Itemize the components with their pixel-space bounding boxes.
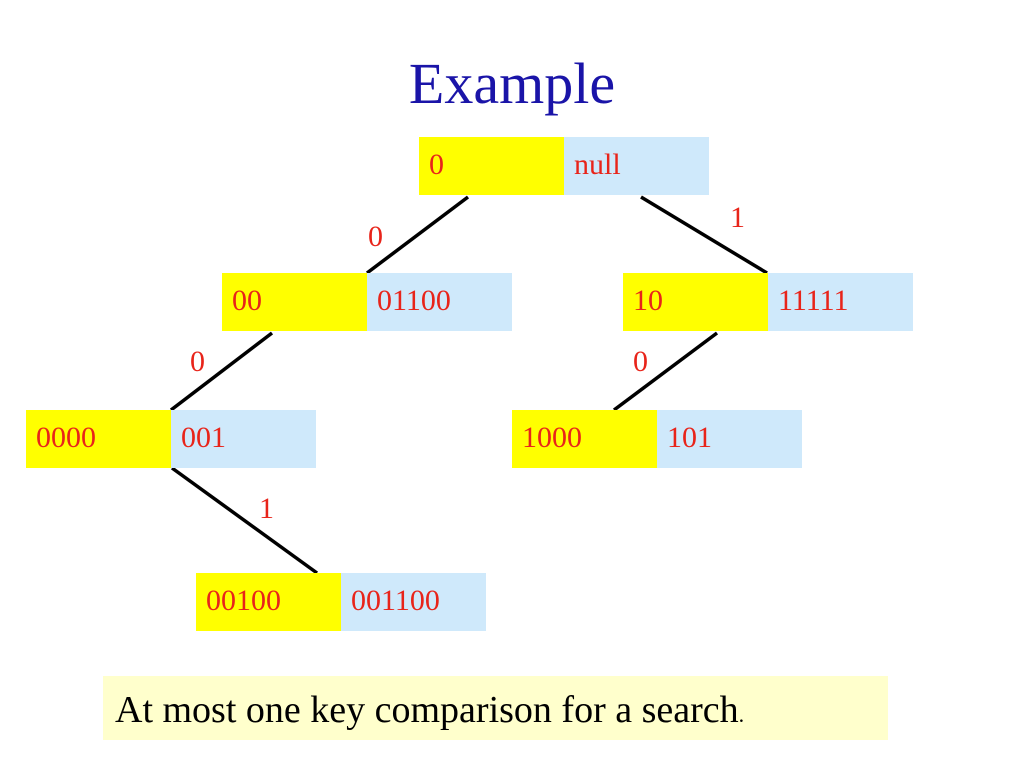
node-key: 0 <box>419 137 564 195</box>
node-root: 0 null <box>419 137 709 195</box>
caption-period: . <box>738 702 745 727</box>
node-value: 001100 <box>341 573 486 631</box>
edge-root-right <box>640 195 768 275</box>
node-value: 101 <box>657 410 802 468</box>
edge-label-0000-right: 1 <box>259 492 274 525</box>
node-value: 01100 <box>367 273 512 331</box>
edge-label-10-left: 0 <box>633 345 648 378</box>
node-value: 11111 <box>768 273 913 331</box>
node-10: 10 11111 <box>623 273 913 331</box>
node-key: 0000 <box>26 410 171 468</box>
caption-text: At most one key comparison for a search <box>115 689 739 731</box>
edge-label-root-left: 0 <box>368 220 383 253</box>
node-key: 1000 <box>512 410 657 468</box>
slide-title: Example <box>408 51 616 116</box>
node-1000: 1000 101 <box>512 410 802 468</box>
edge-00-left <box>169 331 274 412</box>
edge-0000-right <box>170 466 319 575</box>
edge-label-root-right: 1 <box>730 201 745 234</box>
node-0000: 0000 001 <box>26 410 316 468</box>
node-key: 10 <box>623 273 768 331</box>
edge-root-left <box>365 195 470 275</box>
edge-10-left <box>612 331 719 412</box>
node-key: 00 <box>222 273 367 331</box>
node-key: 00100 <box>196 573 341 631</box>
node-00100: 00100 001100 <box>196 573 486 631</box>
edge-label-00-left: 0 <box>190 345 205 378</box>
node-00: 00 01100 <box>222 273 512 331</box>
node-value: 001 <box>171 410 316 468</box>
caption-box: At most one key comparison for a search. <box>103 676 888 740</box>
node-value: null <box>564 137 709 195</box>
